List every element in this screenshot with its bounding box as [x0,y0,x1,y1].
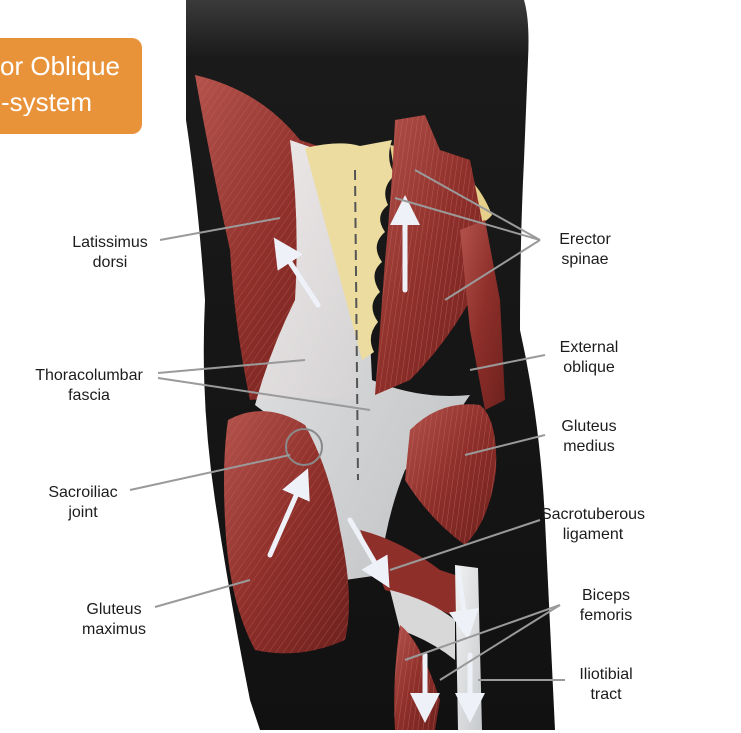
thoracolumbar-fascia [255,140,470,580]
label-latissimus-dorsi-line1: Latissimus [72,234,148,251]
label-gluteus-medius: Gluteus medius [549,417,629,457]
label-thoracolumbar-fascia-line2: fascia [68,387,110,404]
label-gluteus-medius-line2: medius [563,438,615,455]
label-iliotibial-tract-line2: tract [590,686,622,703]
label-sacrotuberous-ligament-line1: Sacrotuberous [540,506,646,523]
arrow-gluteus-maximus [267,468,310,558]
label-sacroiliac-joint-line1: Sacroiliac [48,484,118,501]
label-biceps-femoris-line1: Biceps [581,587,631,604]
label-latissimus-dorsi-line2: dorsi [92,254,128,271]
title-line-1: rior Oblique [0,52,120,80]
label-gluteus-maximus: Gluteus maximus [74,600,154,640]
title-line-2: b-system [0,88,92,116]
label-gluteus-medius-line1: Gluteus [561,418,617,435]
spine-line [354,169,359,481]
title-box: rior Oblique b-system [0,38,142,134]
label-gluteus-maximus-line1: Gluteus [86,601,142,618]
arrow-iliotibial-upper [448,567,479,640]
sacroiliac-joint-marker [285,428,323,466]
sacrotuberous-ligament [360,530,470,620]
label-external-oblique: External oblique [549,338,629,378]
label-sacrotuberous-ligament-line2: ligament [562,526,624,543]
label-erector-spinae-line2: spinae [561,251,609,268]
label-sacroiliac-joint: Sacroiliac joint [38,483,128,523]
label-iliotibial-tract: Iliotibial tract [566,665,646,705]
label-latissimus-dorsi: Latissimus dorsi [62,233,158,273]
arrow-sacrotuberous [347,517,390,588]
label-sacroiliac-joint-line2: joint [68,504,98,521]
leader-lines [129,169,565,681]
label-thoracolumbar-fascia-line1: Thoracolumbar [35,367,143,384]
label-gluteus-maximus-line2: maximus [81,621,146,638]
label-external-oblique-line2: oblique [563,359,615,376]
label-erector-spinae-line1: Erector [559,231,611,248]
label-sacrotuberous-ligament: Sacrotuberous ligament [533,505,653,545]
label-erector-spinae: Erector spinae [545,230,625,270]
label-external-oblique-line1: External [559,339,619,356]
label-biceps-femoris: Biceps femoris [566,586,646,626]
label-biceps-femoris-line2: femoris [579,607,633,624]
external-oblique-muscle [460,220,505,410]
force-arrows [267,195,485,723]
label-iliotibial-tract-line1: Iliotibial [579,666,633,683]
arrow-latissimus [273,237,321,308]
label-thoracolumbar-fascia: Thoracolumbar fascia [26,366,152,406]
